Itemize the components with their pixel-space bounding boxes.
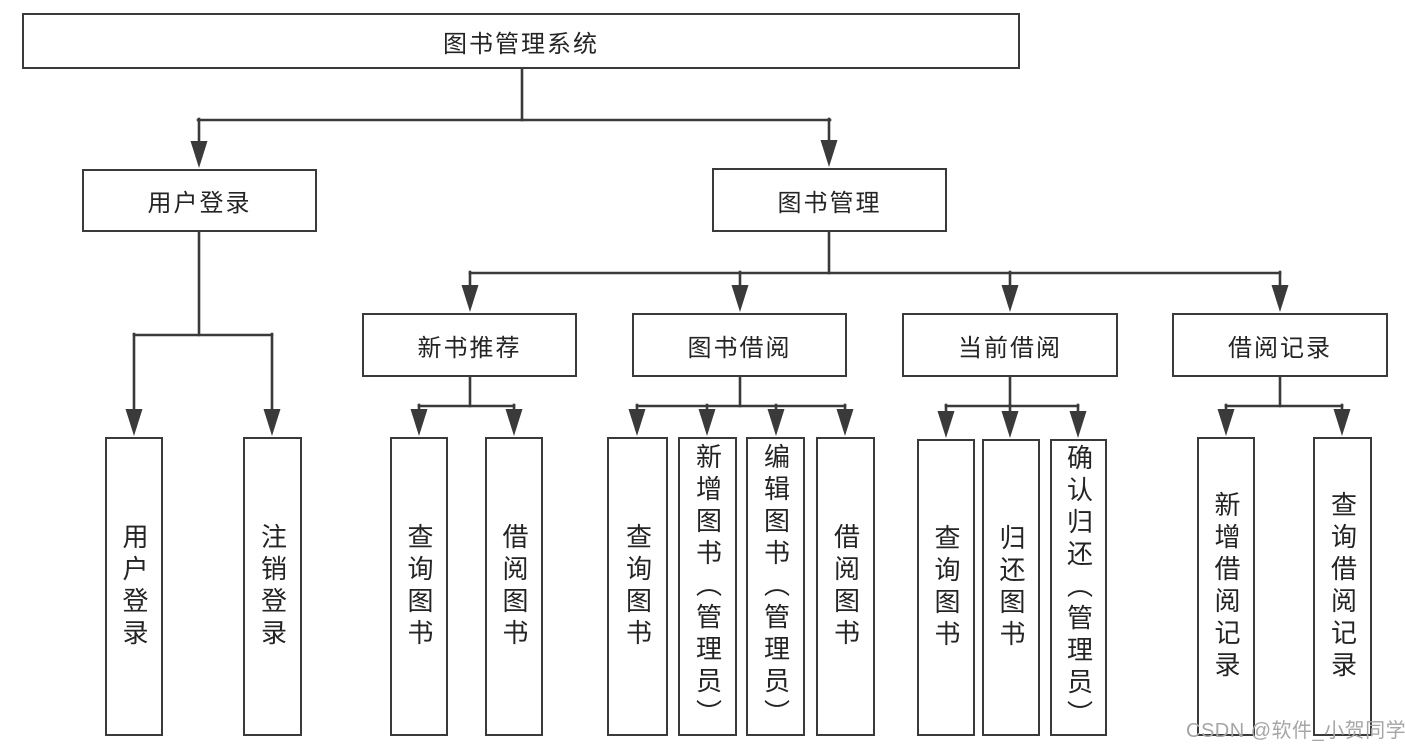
arrowhead-icon	[190, 141, 208, 168]
arrowhead-icon	[820, 140, 838, 167]
leaf-add-book-admin: 新增图书（管理员）	[678, 437, 737, 736]
leaf-query-book-current: 查询图书	[917, 439, 975, 736]
arrowhead-icon	[461, 285, 479, 312]
node-user-login: 用户登录	[82, 169, 317, 232]
arrowhead-icon	[1001, 411, 1019, 438]
node-new-book-recommend: 新书推荐	[362, 313, 577, 377]
arrowhead-icon	[698, 409, 716, 436]
arrowhead-icon	[1333, 409, 1351, 436]
arrowhead-icon	[263, 409, 281, 436]
arrowhead-icon	[628, 409, 646, 436]
leaf-logout-login: 注销登录	[243, 437, 302, 736]
arrowhead-icon	[1271, 285, 1289, 312]
node-book-borrowing: 图书借阅	[632, 313, 847, 377]
leaf-borrow-book: 借阅图书	[816, 437, 875, 736]
arrowhead-icon	[767, 409, 785, 436]
arrowhead-icon	[1001, 285, 1019, 312]
arrowhead-icon	[505, 409, 523, 436]
node-book-management: 图书管理	[712, 168, 947, 232]
leaf-borrow-book-recommend: 借阅图书	[485, 437, 543, 736]
leaf-query-borrow-record: 查询借阅记录	[1313, 437, 1372, 736]
arrowhead-icon	[125, 409, 143, 436]
leaf-user-login: 用户登录	[105, 437, 163, 736]
node-current-borrowing: 当前借阅	[902, 313, 1118, 377]
leaf-confirm-return-admin: 确认归还（管理员）	[1050, 439, 1107, 736]
arrowhead-icon	[836, 409, 854, 436]
arrowhead-icon	[1217, 409, 1235, 436]
arrowhead-icon	[1069, 411, 1087, 438]
node-root: 图书管理系统	[22, 13, 1020, 69]
leaf-query-book-recommend: 查询图书	[390, 437, 448, 736]
leaf-return-book: 归还图书	[982, 439, 1040, 736]
arrowhead-icon	[410, 409, 428, 436]
leaf-edit-book-admin: 编辑图书（管理员）	[746, 437, 805, 736]
arrowhead-icon	[937, 411, 955, 438]
node-borrowing-records: 借阅记录	[1172, 313, 1388, 377]
leaf-add-borrow-record: 新增借阅记录	[1197, 437, 1255, 736]
watermark: CSDN @软件_小贺同学	[1186, 720, 1405, 742]
arrowhead-icon	[731, 285, 749, 312]
leaf-query-book-borrowing: 查询图书	[607, 437, 668, 736]
